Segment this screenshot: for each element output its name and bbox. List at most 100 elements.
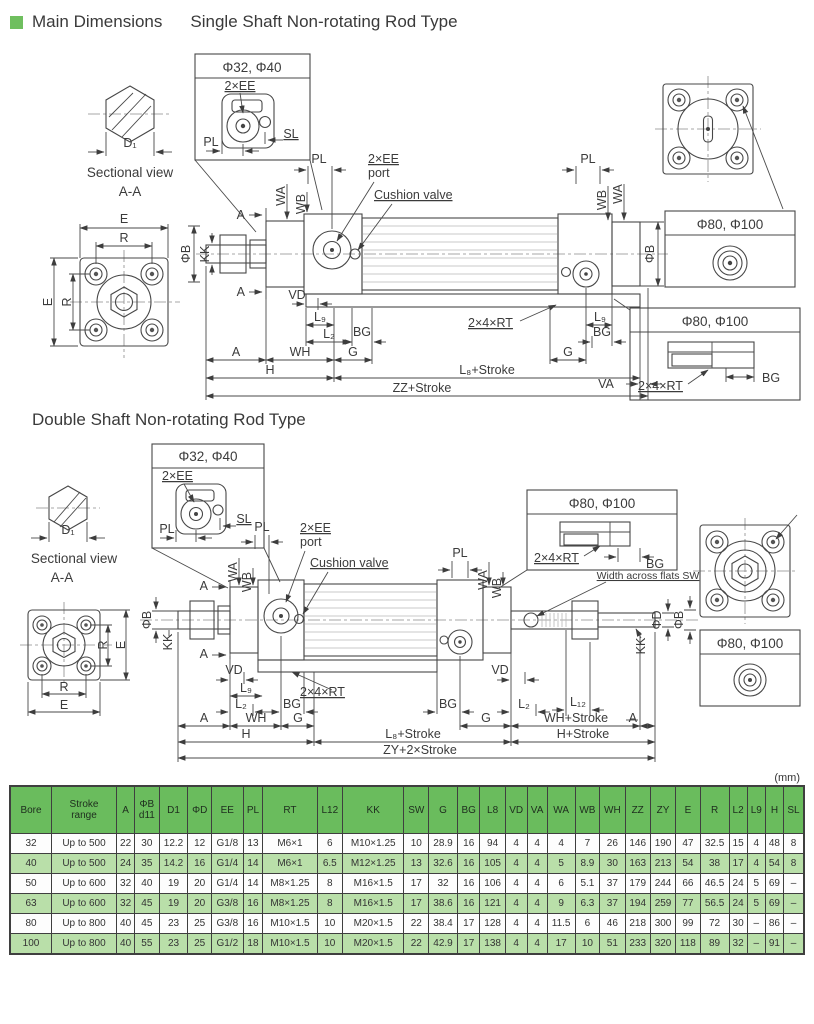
table-cell: M10×1.25	[341, 833, 405, 854]
dim-label-h-2: H	[241, 727, 250, 741]
table-header-cell: D1	[158, 785, 189, 834]
single-shaft-drawing: D₁ Sectional view A-A Φ32, Φ40 2×EE PL S…	[41, 53, 801, 401]
table-cell: 66	[675, 873, 701, 894]
table-cell: 18	[242, 933, 264, 955]
table-cell: 4	[526, 853, 548, 874]
table-header-cell: Stroke range	[51, 785, 117, 834]
dim-label-wh-stroke-2: WH+Stroke	[544, 711, 608, 725]
table-cell: 10	[403, 833, 430, 854]
dim-label-a-lower-2: A	[200, 647, 209, 661]
end-face-view-2	[693, 514, 798, 624]
table-cell: 8	[783, 853, 805, 874]
dim-label-l2-right-2: L₂	[518, 697, 530, 711]
table-header-cell: PL	[242, 785, 264, 834]
table-cell: 32	[115, 873, 136, 894]
table-cell: 105	[479, 853, 506, 874]
dim-label-d1: D₁	[123, 136, 136, 150]
detail-title-80-100-rt-2: Φ80, Φ100	[569, 496, 636, 511]
table-header-cell: ΦB d11	[134, 785, 160, 834]
dim-label-wa-left: WA	[274, 186, 288, 206]
dim-label-bg-detail-2: BG	[646, 557, 664, 571]
table-header-cell: WH	[599, 785, 626, 834]
table-cell: 7	[574, 833, 601, 854]
table-cell: M20×1.5	[341, 933, 405, 955]
table-cell: 213	[649, 853, 677, 874]
table-header-cell: EE	[210, 785, 244, 834]
detail-title-32-40: Φ32, Φ40	[222, 60, 281, 75]
dim-label-wa-left-2: WA	[226, 562, 240, 582]
table-cell: 14	[242, 873, 264, 894]
table-cell: 30	[728, 913, 748, 934]
table-cell: 4	[504, 873, 528, 894]
page-subtitle: Single Shaft Non-rotating Rod Type	[190, 12, 458, 31]
table-cell: 8	[316, 873, 343, 894]
dim-label-port: port	[368, 166, 390, 180]
table-cell: 22	[115, 833, 136, 854]
table-cell: M10×1.5	[262, 933, 318, 955]
dim-label-r-right-2: R	[96, 640, 110, 649]
dim-label-h: H	[265, 363, 274, 377]
dim-label-2xee-detail-2: 2×EE	[162, 469, 193, 483]
detail-title-80-100-cushion-2: Φ80, Φ100	[717, 636, 784, 651]
table-cell: 63	[9, 893, 52, 914]
table-cell: 146	[624, 833, 651, 854]
dim-label-pl-right: PL	[580, 152, 595, 166]
table-cell: 30	[134, 833, 160, 854]
table-cell: 23	[158, 913, 189, 934]
table-cell: 32	[115, 893, 136, 914]
table-cell: 4	[504, 853, 528, 874]
table-cell: 45	[134, 893, 160, 914]
table-cell: 19	[158, 873, 189, 894]
dim-label-g-left: G	[348, 345, 358, 359]
page-header: Main Dimensions Single Shaft Non-rotatin…	[0, 0, 814, 36]
view-title-aa-2: A-A	[51, 570, 74, 585]
table-header-cell: E	[675, 785, 701, 834]
dim-label-wa-right-2: WA	[476, 570, 490, 590]
dim-label-g-right-2: G	[481, 711, 491, 725]
dim-label-wh: WH	[290, 345, 311, 359]
catalog-page: Main Dimensions Single Shaft Non-rotatin…	[0, 0, 814, 955]
table-cell: 121	[479, 893, 506, 914]
table-cell: 16	[456, 853, 481, 874]
table-cell: 20	[187, 893, 212, 914]
detail-box-32-40-2: Φ32, Φ40 2×EE PL SL	[151, 443, 281, 589]
table-cell: 118	[675, 933, 701, 955]
table-cell: 22	[403, 913, 430, 934]
dim-label-a-chain-right-2: A	[629, 711, 638, 725]
table-header-cell: RT	[262, 785, 318, 834]
table-header-cell: L2	[728, 785, 748, 834]
table-cell: 16	[242, 913, 264, 934]
dim-label-l9-right: L₉	[594, 310, 606, 324]
table-cell: 11.5	[546, 913, 576, 934]
table-cell: 194	[624, 893, 651, 914]
dim-label-bg-left: BG	[353, 325, 371, 339]
table-cell: 5	[546, 853, 576, 874]
table-cell: 163	[624, 853, 651, 874]
dim-label-bg-right: BG	[593, 325, 611, 339]
table-cell: 17	[546, 933, 576, 955]
table-cell: 38.6	[428, 893, 458, 914]
table-cell: 94	[479, 833, 506, 854]
dim-label-wb-right-2: WB	[490, 578, 504, 598]
table-cell: Up to 600	[51, 873, 117, 894]
table-cell: M8×1.25	[262, 893, 318, 914]
table-header-cell: G	[428, 785, 458, 834]
table-cell: 32	[728, 933, 748, 955]
dim-label-rt-detail: 2×4×RT	[638, 379, 683, 393]
table-cell: 10	[574, 933, 601, 955]
table-header-cell: L12	[316, 785, 343, 834]
table-cell: 25	[187, 913, 212, 934]
table-cell: 4	[526, 833, 548, 854]
table-cell: 22	[403, 933, 430, 955]
dim-label-phib-left-2: ΦB	[140, 611, 154, 629]
dim-label-pl-right-2: PL	[452, 546, 467, 560]
detail-title-80-100-cushion: Φ80, Φ100	[697, 217, 764, 232]
view-title-sectional-2: Sectional view	[31, 551, 118, 566]
table-cell: 4	[504, 893, 528, 914]
table-cell: M20×1.5	[341, 913, 405, 934]
table-cell: 4	[746, 833, 766, 854]
table-cell: 320	[649, 933, 677, 955]
table-cell: G1/4	[210, 853, 244, 874]
